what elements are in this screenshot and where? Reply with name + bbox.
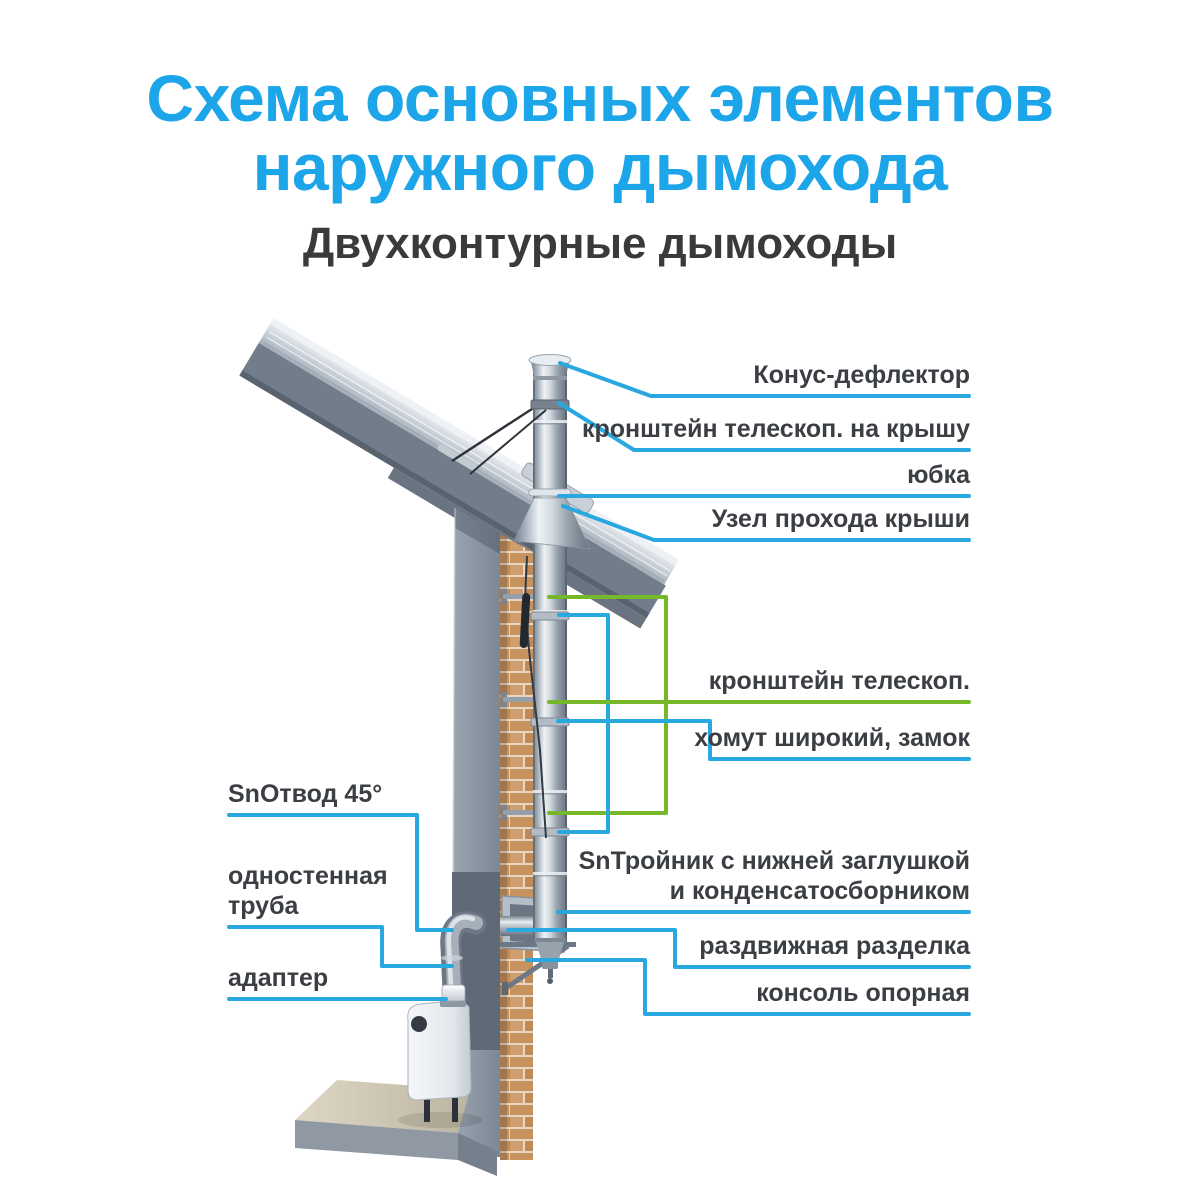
boiler-port: [411, 1016, 427, 1032]
label-khomut-shirokiy: хомут широкий, замок: [694, 724, 970, 752]
label-razdvizhnaya-razdelka: раздвижная разделка: [699, 932, 970, 960]
page-title: Схема основных элементов наружного дымох…: [146, 61, 1054, 204]
chimney-pipe: [530, 370, 570, 984]
brick-facade: [500, 534, 533, 1160]
cone-deflector: [528, 354, 572, 380]
leader-otvod: [227, 813, 454, 932]
leader-konus-deflektor: [558, 361, 971, 398]
boiler: [407, 998, 472, 1122]
blue-bracket-outline: [557, 613, 610, 834]
leader-kronshtein-roof: [557, 401, 971, 452]
cable: [519, 555, 547, 839]
leader-lines: [227, 361, 971, 1016]
label-kronshtein-na-kryshu: кронштейн телескоп. на крышу: [581, 415, 970, 443]
page-subtitle: Двухконтурные дымоходы: [302, 219, 898, 268]
label-sn-troynik: SnТройник с нижней заглушкой и конденсат…: [578, 847, 970, 905]
leader-uzel-prohoda: [561, 504, 971, 542]
leader-razdelka: [506, 928, 971, 969]
interior-flue: [440, 911, 487, 1002]
label-konus-deflektor: Конус-дефлектор: [753, 361, 970, 389]
label-odnostennaya-truba: одностенная труба: [228, 862, 388, 920]
label-yubka: юбка: [907, 461, 970, 489]
label-konsol-opornaya: консоль опорная: [756, 979, 970, 1007]
leader-khomut: [556, 719, 971, 761]
leader-konsol: [525, 958, 971, 1016]
label-sn-otvod-45: SnОтвод 45°: [228, 780, 383, 808]
label-adapter: адаптер: [228, 964, 329, 992]
blue-overlay: [557, 613, 610, 834]
leader-truba: [227, 925, 454, 968]
label-kronshtein-teleskop: кронштейн телескоп.: [708, 667, 970, 695]
adapter-part: [441, 984, 466, 1002]
label-uzel-prohoda-kryshi: Узел прохода крыши: [711, 505, 970, 533]
roof-telescopic-bracket: [437, 399, 570, 475]
